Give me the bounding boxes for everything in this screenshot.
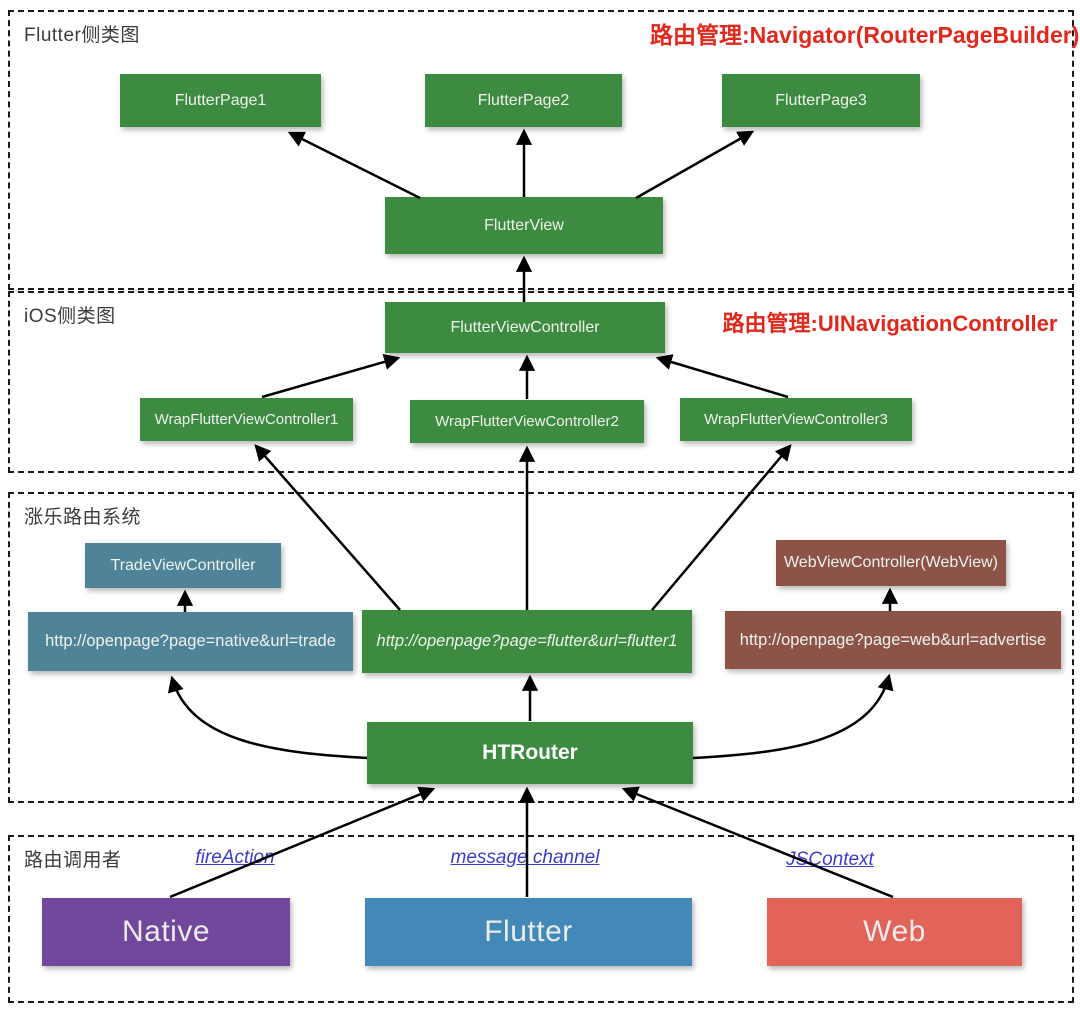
section-ios-side: iOS侧类图 [8, 291, 1074, 473]
link-message-channel[interactable]: message channel [450, 847, 600, 868]
section-routing-system: 涨乐路由系统 [8, 492, 1074, 803]
node-native: Native [42, 898, 290, 966]
node-wrapflutterviewcontroller3: WrapFlutterViewController3 [680, 398, 912, 441]
node-url-web: http://openpage?page=web&url=advertise [725, 611, 1061, 669]
node-flutterpage2: FlutterPage2 [425, 74, 622, 127]
node-wrapflutterviewcontroller1: WrapFlutterViewController1 [140, 398, 353, 441]
node-url-native: http://openpage?page=native&url=trade [28, 612, 353, 671]
section-route-callers-label: 路由调用者 [24, 850, 122, 871]
link-fireaction[interactable]: fireAction [195, 847, 275, 868]
node-flutterpage1: FlutterPage1 [120, 74, 321, 127]
node-web: Web [767, 898, 1022, 966]
node-htrouter: HTRouter [367, 722, 693, 784]
node-tradeviewcontroller: TradeViewController [85, 543, 281, 588]
node-flutterpage3: FlutterPage3 [722, 74, 920, 127]
node-flutter: Flutter [365, 898, 692, 966]
section-flutter-side: Flutter侧类图 [8, 10, 1074, 290]
node-flutterview: FlutterView [385, 197, 663, 254]
section-flutter-side-label: Flutter侧类图 [24, 25, 140, 46]
section-route-callers: 路由调用者 [8, 835, 1074, 1003]
node-flutterviewcontroller: FlutterViewController [385, 302, 665, 353]
link-jscontext[interactable]: JSContext [786, 849, 874, 870]
section-ios-side-label: iOS侧类图 [24, 306, 116, 327]
node-url-flutter: http://openpage?page=flutter&url=flutter… [362, 610, 692, 673]
section-routing-system-label: 涨乐路由系统 [24, 507, 142, 528]
node-webviewcontroller: WebViewController(WebView) [776, 540, 1006, 586]
node-wrapflutterviewcontroller2: WrapFlutterViewController2 [410, 400, 644, 443]
annotation-uinavigationcontroller: 路由管理:UINavigationController [722, 311, 1058, 336]
annotation-navigator: 路由管理:Navigator(RouterPageBuilder) [650, 22, 1080, 48]
